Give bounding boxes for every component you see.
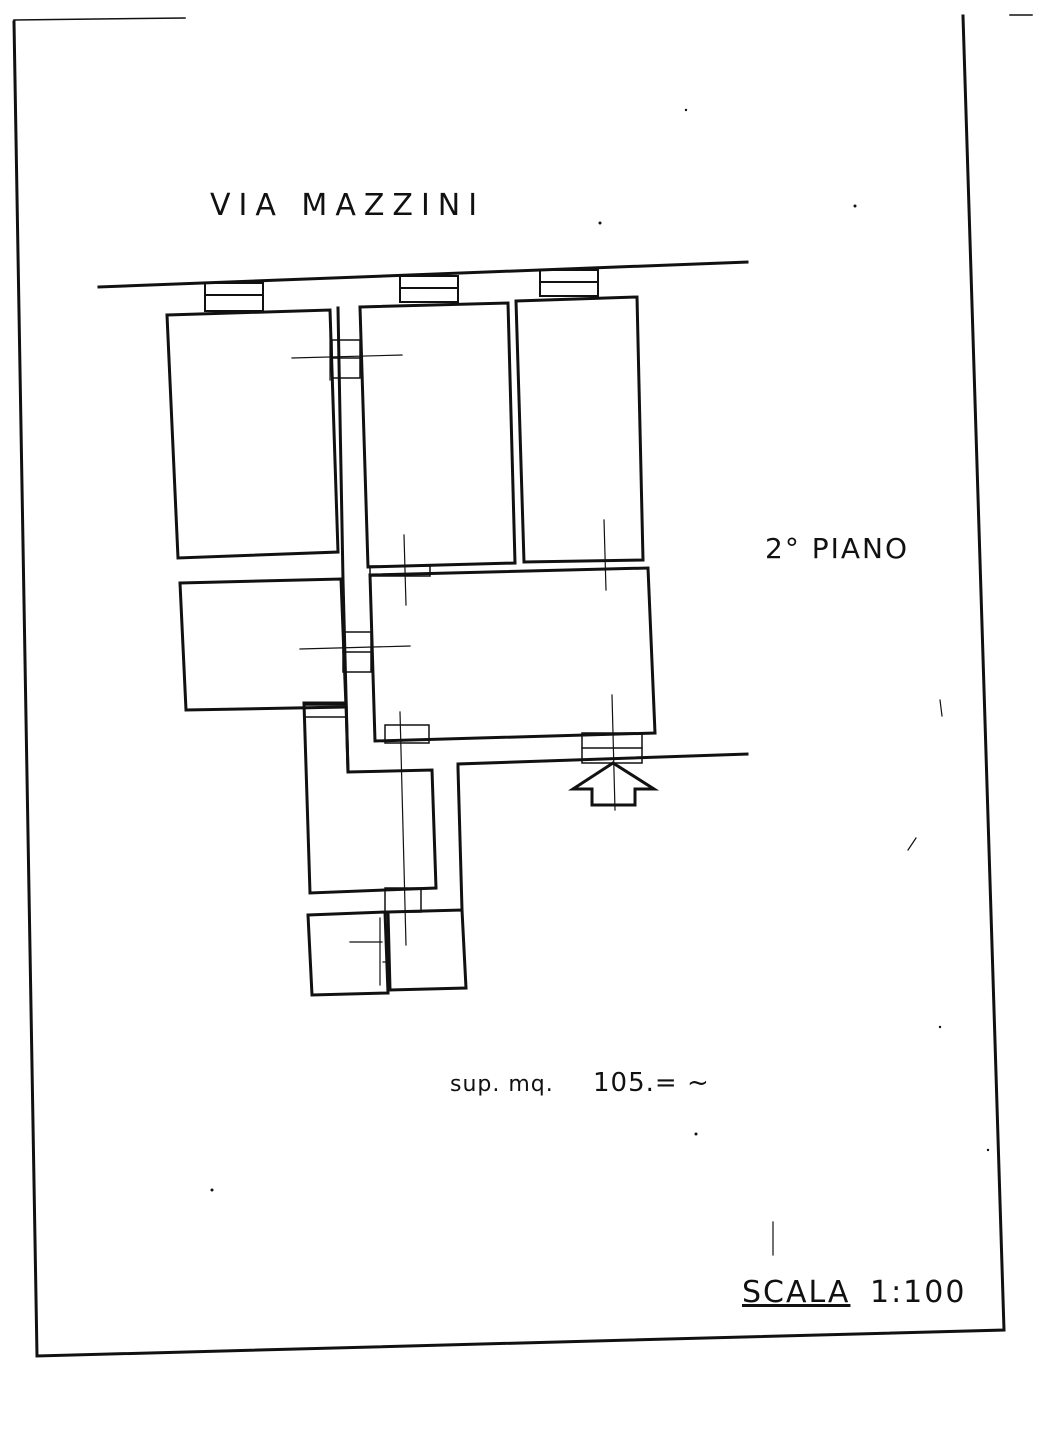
street-wall [97,260,749,289]
room-7 [306,910,390,997]
window-markers [204,269,599,312]
area-value: 105.= ~ [593,1068,710,1098]
floor-label: 2° PIANO [765,532,909,565]
stair-wall [456,752,749,770]
sheet-border [12,14,1006,1358]
scale-note: SCALA 1:100 [742,1275,966,1310]
area-label: sup. mq. [450,1072,554,1097]
dimension-lines [291,334,616,986]
room-6 [302,701,438,895]
room-5-living [368,566,657,743]
area-note: sup. mq. 105.= ~ [450,1068,710,1098]
room-2 [358,301,517,569]
scale-value: 1:100 [869,1275,967,1310]
room-1 [165,308,340,560]
entrance-arrow-icon [567,761,660,807]
room-4 [178,577,348,712]
scale-label: SCALA [742,1275,851,1310]
street-label: VIA MAZZINI [210,188,486,223]
door-markers [303,339,643,913]
room-8 [386,908,468,992]
room-3 [514,295,645,564]
